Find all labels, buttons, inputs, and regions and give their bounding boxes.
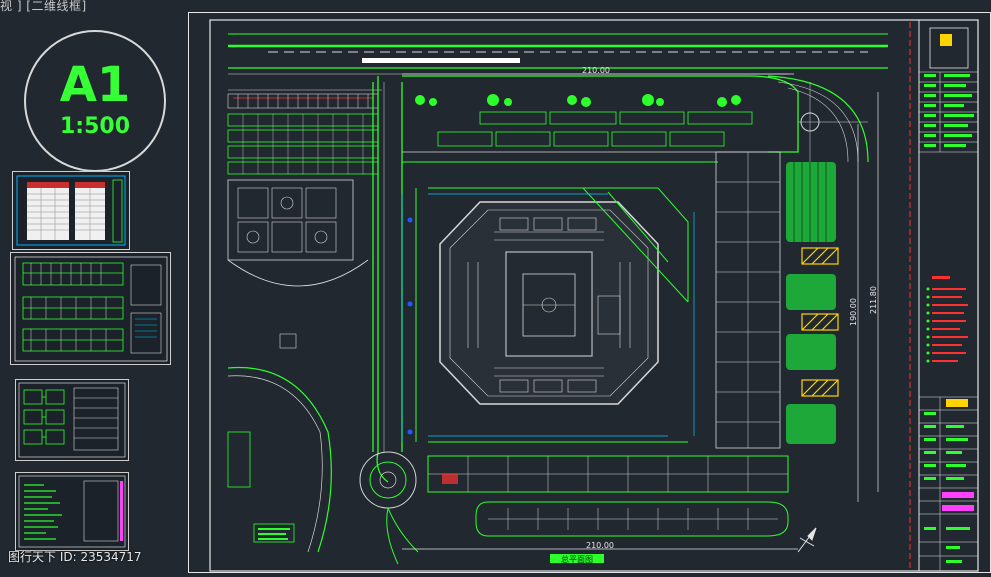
dimensions (402, 73, 879, 550)
sheet-thumbnail-plans[interactable] (10, 252, 171, 365)
north-arrow-icon (797, 527, 817, 553)
sheet-thumbnail-plans-drawing (14, 256, 168, 362)
plan-title-bar (550, 554, 604, 563)
sheet-thumbnail-schematic-drawing (18, 382, 126, 458)
east-buildings (715, 151, 839, 449)
dimension-top: 210.00 (582, 66, 610, 75)
scale-ratio-label: 1:500 (59, 114, 131, 139)
top-right-plaza (767, 75, 869, 163)
south-parking (427, 455, 789, 537)
dimension-bottom: 210.00 (586, 541, 614, 550)
roundabout (359, 451, 419, 565)
dimension-right-outer: 211.80 (869, 286, 878, 314)
plan-title: 总平面图 (561, 554, 593, 564)
sheet-thumbnail-schematic[interactable] (15, 379, 129, 461)
pipe-network (401, 193, 695, 442)
sheet-thumbnail-notes[interactable] (15, 472, 129, 551)
dimension-right-inner: 190.00 (849, 298, 858, 326)
sheet-thumbnail-table[interactable] (12, 171, 130, 250)
sheet-thumbnail-notes-drawing (18, 475, 126, 548)
site-plan-svg: 210.00 210.00 211.80 190.00 总平面图 (188, 12, 991, 573)
legend (926, 276, 968, 363)
sheet-size-label: A1 (59, 57, 131, 113)
viewport-label[interactable]: 视 ] [二维线框] (0, 0, 87, 13)
title-block (918, 19, 979, 572)
site-plan-drawing[interactable]: 210.00 210.00 211.80 190.00 总平面图 (188, 12, 991, 573)
sheet-thumbnail-table-drawing (16, 175, 126, 246)
watermark-text: 图行天下 ID: 23534717 (8, 550, 142, 564)
scale-badge: A1 1:500 (24, 30, 166, 172)
roads (228, 33, 888, 75)
tree-row-top (415, 94, 741, 107)
service-lines (415, 187, 689, 443)
left-campus (227, 89, 382, 553)
stadium-building (439, 201, 659, 405)
